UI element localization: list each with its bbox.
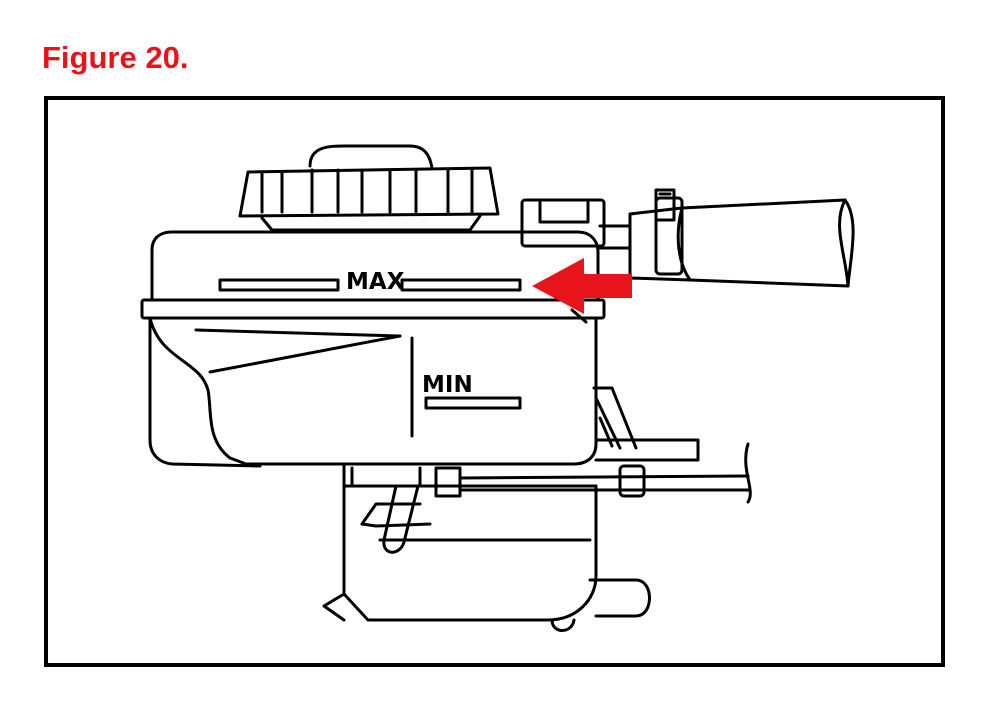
feed-tube bbox=[382, 466, 462, 554]
reservoir-body bbox=[140, 230, 606, 468]
figure-title: Figure 20. bbox=[42, 40, 189, 75]
min-level-label: MIN bbox=[422, 372, 473, 398]
max-level-label: MAX bbox=[346, 269, 405, 295]
lower-housing bbox=[322, 464, 651, 632]
brake-line bbox=[458, 386, 752, 504]
return-hose bbox=[520, 188, 855, 288]
max-level-arrow bbox=[532, 258, 632, 314]
filler-cap bbox=[238, 144, 500, 232]
